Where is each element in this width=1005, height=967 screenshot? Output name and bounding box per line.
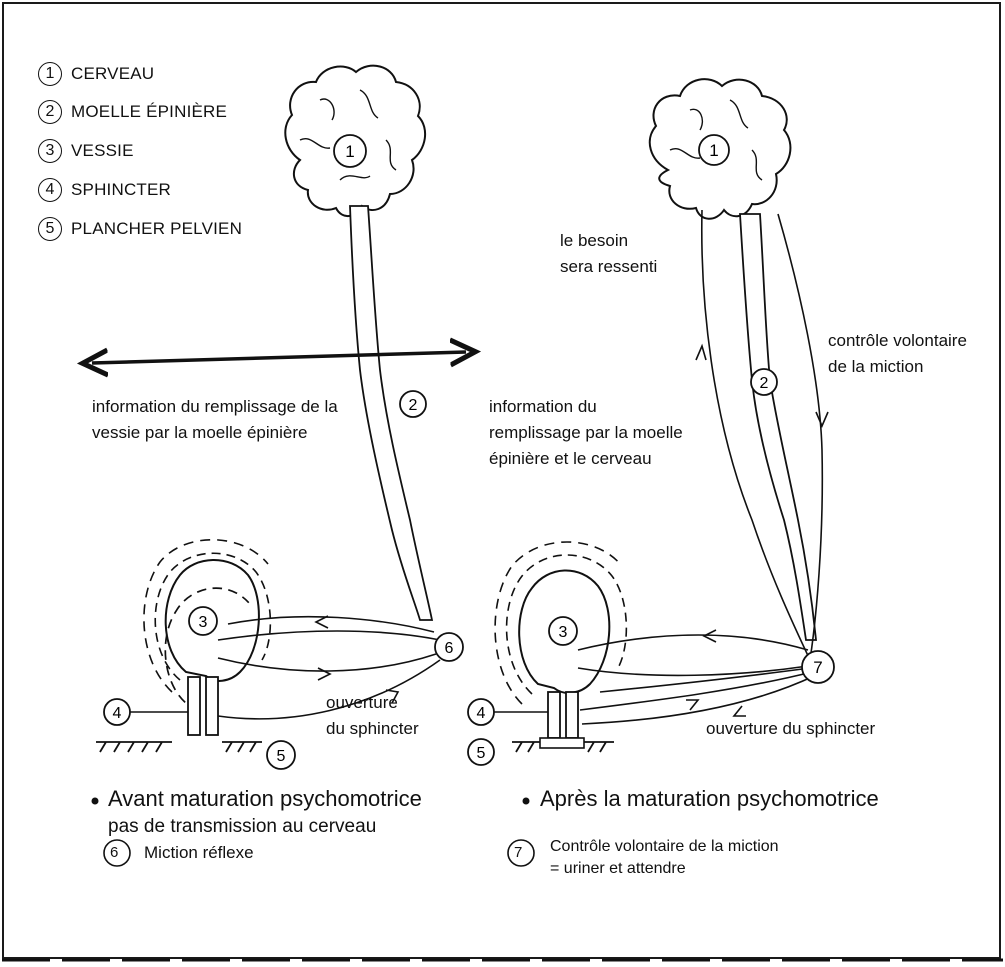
legend-item-moelle: 2 MOELLE ÉPINIÈRE [38, 96, 227, 128]
right-need-line-2: sera ressenti [560, 254, 657, 280]
svg-text:3: 3 [559, 624, 568, 641]
legend-item-plancher: 5 PLANCHER PELVIEN [38, 213, 242, 245]
svg-text:5: 5 [477, 745, 486, 762]
footnote-7-text: Contrôle volontaire de la miction = urin… [550, 836, 779, 880]
footnote-7-number: 7 [514, 844, 522, 861]
legend-number: 4 [38, 178, 62, 202]
sphincter-left [188, 677, 200, 735]
marker-1-right: 1 [699, 135, 729, 165]
marker-6-left: 6 [435, 633, 463, 661]
left-info-line-1: information du remplissage de la [92, 394, 338, 420]
right-info-line-1: information du [489, 394, 683, 420]
right-opening-text: ouverture du sphincter [706, 716, 875, 742]
right-need-text: le besoin sera ressenti [560, 228, 657, 280]
marker-4-left: 4 [104, 699, 130, 725]
left-opening-line-2: du sphincter [326, 716, 419, 742]
footnote-6-text: Miction réflexe [144, 843, 254, 863]
legend-item-cerveau: 1 CERVEAU [38, 58, 154, 90]
right-need-line-1: le besoin [560, 228, 657, 254]
svg-text:5: 5 [277, 748, 286, 765]
legend-number: 1 [38, 62, 62, 86]
marker-5-left: 5 [267, 741, 295, 769]
legend-label: VESSIE [71, 141, 134, 161]
right-panel-title: Après la maturation psychomotrice [540, 786, 879, 812]
svg-text:1: 1 [709, 141, 718, 160]
marker-1-left: 1 [334, 135, 366, 167]
legend-label: MOELLE ÉPINIÈRE [71, 102, 227, 122]
svg-text:4: 4 [113, 705, 122, 722]
marker-4-right: 4 [468, 699, 494, 725]
bullet-right [523, 798, 530, 805]
marker-2-left: 2 [400, 391, 426, 417]
marker-3-right: 3 [549, 617, 577, 645]
right-info-text: information du remplissage par la moelle… [489, 394, 683, 472]
right-control-text: contrôle volontaire de la miction [828, 328, 967, 380]
legend-number: 3 [38, 139, 62, 163]
svg-text:4: 4 [477, 705, 486, 722]
svg-text:7: 7 [813, 658, 822, 677]
svg-text:2: 2 [760, 375, 769, 392]
legend-label: CERVEAU [71, 64, 154, 84]
legend-label: PLANCHER PELVIEN [71, 219, 242, 239]
right-info-line-2: remplissage par la moelle [489, 420, 683, 446]
legend-item-sphincter: 4 SPHINCTER [38, 174, 171, 206]
right-control-line-1: contrôle volontaire [828, 328, 967, 354]
svg-text:2: 2 [409, 397, 418, 414]
left-opening-line-1: ouverture [326, 690, 419, 716]
pelvic-floor-left [96, 742, 262, 752]
left-info-text: information du remplissage de la vessie … [92, 394, 338, 446]
right-control-line-2: de la miction [828, 354, 967, 380]
footnote-6-number: 6 [110, 844, 118, 861]
legend-item-vessie: 3 VESSIE [38, 135, 134, 167]
svg-text:1: 1 [345, 142, 354, 161]
legend-number: 5 [38, 217, 62, 241]
left-panel-title: Avant maturation psychomotrice [108, 786, 422, 812]
left-opening-text: ouverture du sphincter [326, 690, 419, 742]
sphincter-right [548, 692, 560, 738]
legend-number: 2 [38, 100, 62, 124]
left-panel-subtitle: pas de transmission au cerveau [108, 816, 376, 838]
bullet-left [92, 798, 99, 805]
right-info-line-3: épinière et le cerveau [489, 446, 683, 472]
footnote-7-line-2: = uriner et attendre [550, 858, 779, 880]
spinal-cord-right [740, 214, 816, 640]
marker-3-left: 3 [189, 607, 217, 635]
marker-5-right: 5 [468, 739, 494, 765]
legend-label: SPHINCTER [71, 180, 171, 200]
marker-2-right: 2 [751, 369, 777, 395]
footnote-7-line-1: Contrôle volontaire de la miction [550, 836, 779, 858]
left-info-line-2: vessie par la moelle épinière [92, 420, 338, 446]
svg-text:3: 3 [199, 614, 208, 631]
svg-text:6: 6 [445, 640, 454, 657]
marker-7-right: 7 [802, 651, 834, 683]
